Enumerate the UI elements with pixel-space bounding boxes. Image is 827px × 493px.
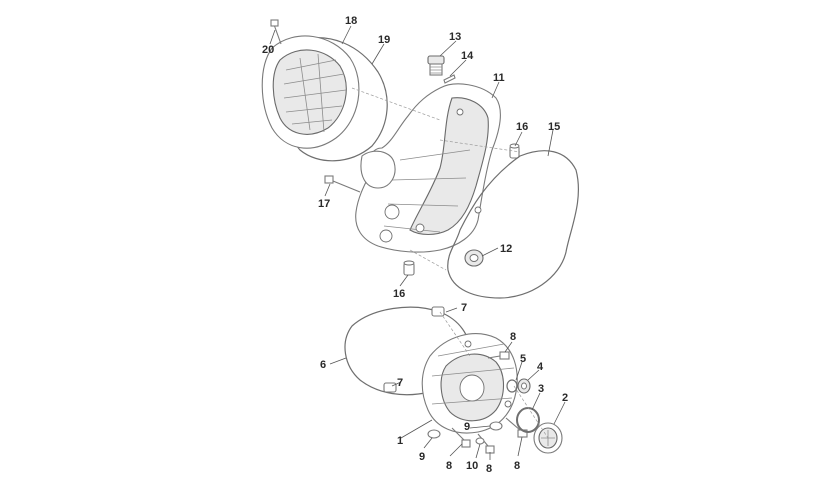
callout-14: 14 <box>461 50 474 62</box>
callout-11: 11 <box>493 72 505 84</box>
leader-lines <box>269 25 566 460</box>
callout-18: 18 <box>345 15 357 27</box>
callout-17: 17 <box>318 198 330 210</box>
callout-8-mid: 8 <box>486 463 492 475</box>
gasket-15 <box>447 150 580 299</box>
callout-19: 19 <box>378 34 390 46</box>
callout-16-lower: 16 <box>393 288 405 300</box>
dowel-pin-16-upper <box>509 143 520 159</box>
washer-10 <box>475 437 485 445</box>
dowel-pin-7-upper <box>431 306 445 317</box>
bolt-17 <box>324 175 361 193</box>
bolt-8-lower-left <box>451 427 471 448</box>
callout-9-right: 9 <box>464 421 470 433</box>
bolt-20 <box>270 19 282 45</box>
callout-13: 13 <box>449 31 461 43</box>
callout-5: 5 <box>520 353 526 365</box>
callout-15: 15 <box>548 121 560 133</box>
outer-clutch-cover-18 <box>261 35 360 149</box>
o-ring-5 <box>506 379 518 393</box>
oil-seal-12 <box>464 249 484 267</box>
callout-6: 6 <box>320 359 326 371</box>
callout-9-left: 9 <box>419 451 425 463</box>
callout-7-upper: 7 <box>461 302 467 314</box>
dowel-pin-7-lower <box>383 382 397 393</box>
callout-4: 4 <box>537 361 544 373</box>
callout-10: 10 <box>466 460 478 472</box>
callout-2: 2 <box>562 392 568 404</box>
callout-8-top: 8 <box>510 331 516 343</box>
washer-9-right <box>489 421 503 431</box>
callout-1: 1 <box>397 435 403 447</box>
washer-14 <box>443 74 456 84</box>
o-ring-3 <box>516 407 540 433</box>
callout-20: 20 <box>262 44 274 56</box>
callout-3: 3 <box>538 383 544 395</box>
callout-16-upper: 16 <box>516 121 528 133</box>
crankcase-cover-11 <box>355 83 501 253</box>
washer-9-left <box>427 429 441 439</box>
callout-7-lower: 7 <box>397 377 403 389</box>
callout-8-left: 8 <box>446 460 452 472</box>
plug-13 <box>427 55 445 76</box>
callout-labels: 1 2 3 4 5 6 7 7 8 8 8 8 9 9 10 11 12 13 … <box>262 15 568 475</box>
plug-4 <box>517 378 531 394</box>
generator-cover-1 <box>421 333 518 434</box>
alignment-lines <box>351 87 549 439</box>
dowel-pin-16-lower <box>403 260 415 276</box>
bolt-8-top <box>487 351 510 360</box>
callout-8-right: 8 <box>514 460 520 472</box>
callout-12: 12 <box>500 243 512 255</box>
